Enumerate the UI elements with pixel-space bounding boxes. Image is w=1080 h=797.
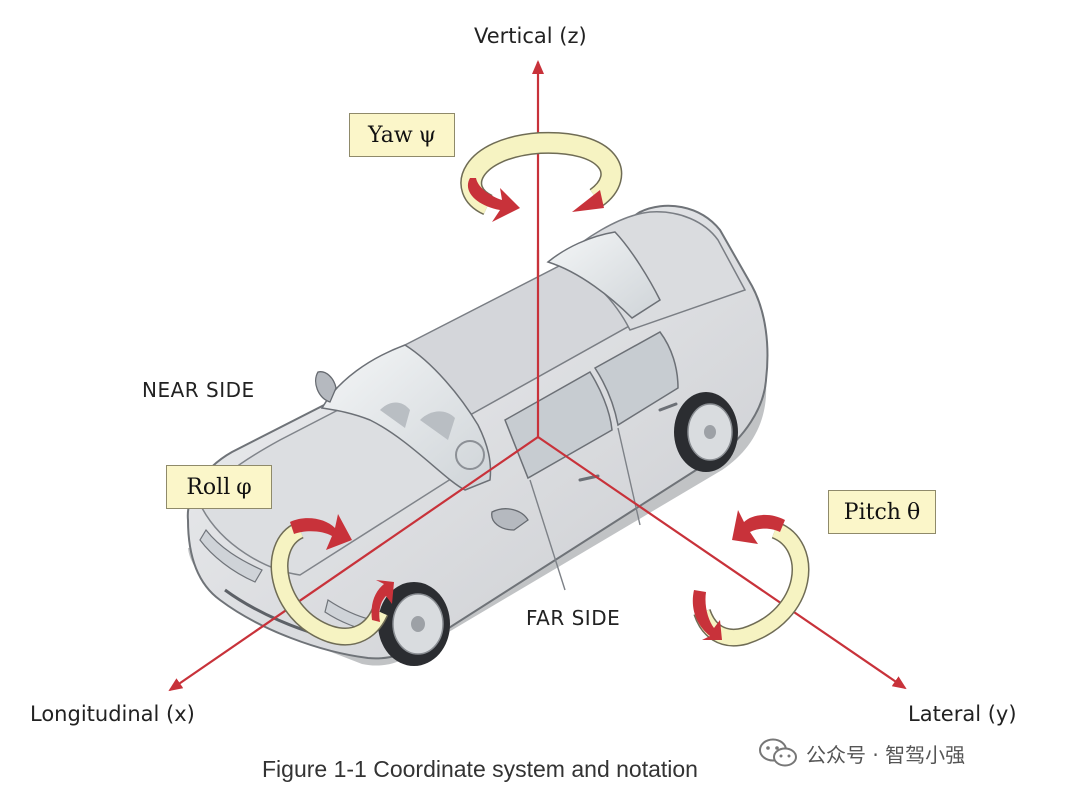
roll-name: Roll	[186, 474, 231, 500]
far-side-label: FAR SIDE	[526, 606, 621, 630]
yaw-symbol: ψ	[418, 122, 437, 148]
rear-wheel	[674, 392, 738, 472]
pitch-name: Pitch	[843, 499, 901, 525]
yaw-name: Yaw	[367, 122, 413, 148]
figure-caption: Figure 1-1 Coordinate system and notatio…	[262, 756, 698, 782]
pitch-label: Pitch θ	[828, 490, 936, 534]
watermark: 公众号 · 智驾小强	[758, 737, 965, 769]
vertical-axis-label: Vertical (z)	[474, 24, 587, 48]
lateral-axis-label: Lateral (y)	[908, 702, 1017, 726]
pitch-rotation-arrow	[692, 510, 810, 647]
watermark-text: 公众号 · 智驾小强	[806, 742, 966, 767]
front-wheel	[378, 582, 450, 666]
near-side-label: NEAR SIDE	[142, 378, 255, 402]
roll-label: Roll φ	[166, 465, 272, 509]
roll-symbol: φ	[236, 474, 252, 500]
wechat-icon	[759, 738, 797, 767]
lateral-axis	[537, 436, 907, 690]
yaw-label: Yaw ψ	[349, 113, 455, 157]
longitudinal-axis	[168, 436, 539, 692]
longitudinal-axis-label: Longitudinal (x)	[30, 702, 195, 726]
roll-rotation-arrow	[270, 514, 394, 646]
yaw-rotation-arrow	[460, 131, 623, 222]
pitch-symbol: θ	[906, 499, 921, 525]
car-illustration	[186, 204, 769, 666]
